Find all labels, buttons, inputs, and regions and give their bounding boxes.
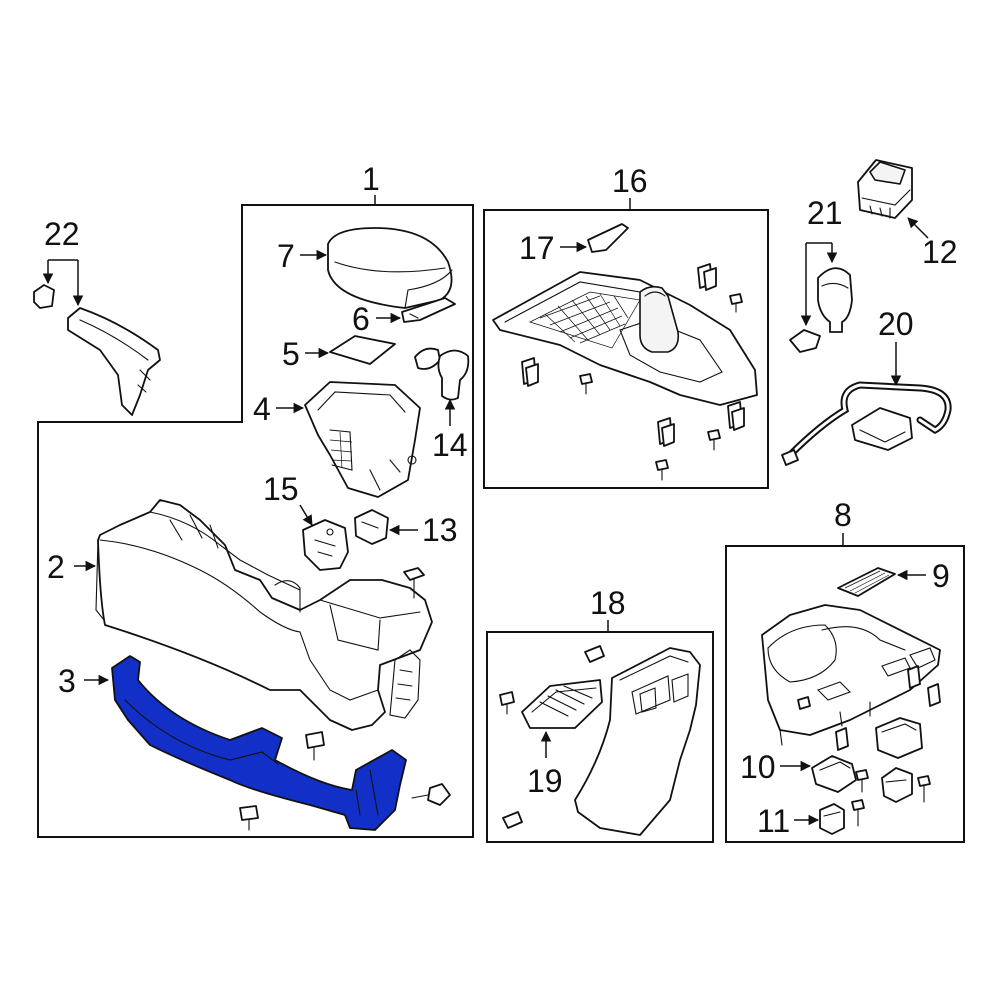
group-box-1 [37, 204, 474, 838]
part-19-vent[interactable] [521, 679, 603, 729]
part-4-storage-box[interactable] [304, 381, 421, 498]
bolt-group-1-c [239, 805, 259, 831]
group-box-18 [486, 631, 714, 843]
group-box-8 [725, 545, 965, 843]
clips-group-18 [499, 645, 605, 829]
callout-19[interactable]: 19 [527, 763, 563, 799]
callout-11[interactable]: 11 [757, 803, 790, 839]
part-21-shift-knob[interactable] [817, 267, 853, 333]
group-box-16 [483, 209, 769, 489]
part-3-shape [111, 655, 407, 831]
part-11-switch[interactable] [819, 803, 845, 835]
callout-17[interactable]: 17 [519, 230, 555, 266]
callout-18[interactable]: 18 [590, 585, 626, 621]
clips-group-8 [797, 665, 941, 751]
bolt-group-1-d [411, 783, 451, 806]
part-6-lid-hinge[interactable] [401, 297, 456, 323]
part-9-grille[interactable] [837, 567, 896, 597]
callout-13[interactable]: 13 [422, 512, 458, 548]
bolt-group-1-a [403, 567, 425, 599]
part-12-switch[interactable] [857, 159, 913, 219]
part-10-socket[interactable] [811, 755, 857, 793]
part-13-switch[interactable] [354, 509, 389, 545]
callout-1[interactable]: 1 [362, 161, 380, 197]
callout-5[interactable]: 5 [282, 336, 300, 372]
callout-7[interactable]: 7 [277, 238, 295, 274]
part-16-shift-panel[interactable] [492, 271, 758, 406]
callout-10[interactable]: 10 [740, 749, 776, 785]
part-20-shift-cable[interactable] [781, 381, 952, 466]
leader-12 [907, 217, 929, 239]
leader-15 [299, 504, 313, 526]
part-17-insert[interactable] [587, 223, 629, 253]
screws-group-8 [851, 769, 931, 827]
callout-6[interactable]: 6 [352, 301, 370, 337]
part-14-cup-holder-insert[interactable] [414, 347, 470, 401]
part-21-clip[interactable] [789, 329, 821, 353]
callout-20[interactable]: 20 [878, 306, 914, 342]
callout-12[interactable]: 12 [922, 234, 958, 270]
part-18-rear-panel[interactable] [574, 647, 701, 836]
part-5-tray-mat[interactable] [329, 335, 396, 365]
part-switch-right [881, 767, 913, 803]
part-3-console-rail-highlighted[interactable] [111, 655, 407, 831]
part-receptacle [875, 717, 923, 759]
bolt-group-1-b [305, 731, 325, 761]
callout-14[interactable]: 14 [432, 427, 468, 463]
part-15-bracket[interactable] [302, 519, 349, 571]
callout-9[interactable]: 9 [932, 558, 950, 594]
clips-group-16 [521, 263, 745, 481]
part-22-side-cover[interactable] [67, 307, 161, 416]
callout-4[interactable]: 4 [253, 391, 271, 427]
callout-15[interactable]: 15 [263, 471, 299, 507]
callout-16[interactable]: 16 [612, 163, 648, 199]
callout-8[interactable]: 8 [834, 497, 852, 533]
part-2-console-body[interactable] [95, 499, 433, 731]
part-22-clip[interactable] [33, 284, 55, 309]
part-7-armrest-lid[interactable] [327, 227, 453, 309]
callout-22[interactable]: 22 [44, 216, 80, 252]
callout-21[interactable]: 21 [807, 195, 843, 231]
callout-3[interactable]: 3 [58, 663, 76, 699]
callout-2[interactable]: 2 [47, 549, 65, 585]
